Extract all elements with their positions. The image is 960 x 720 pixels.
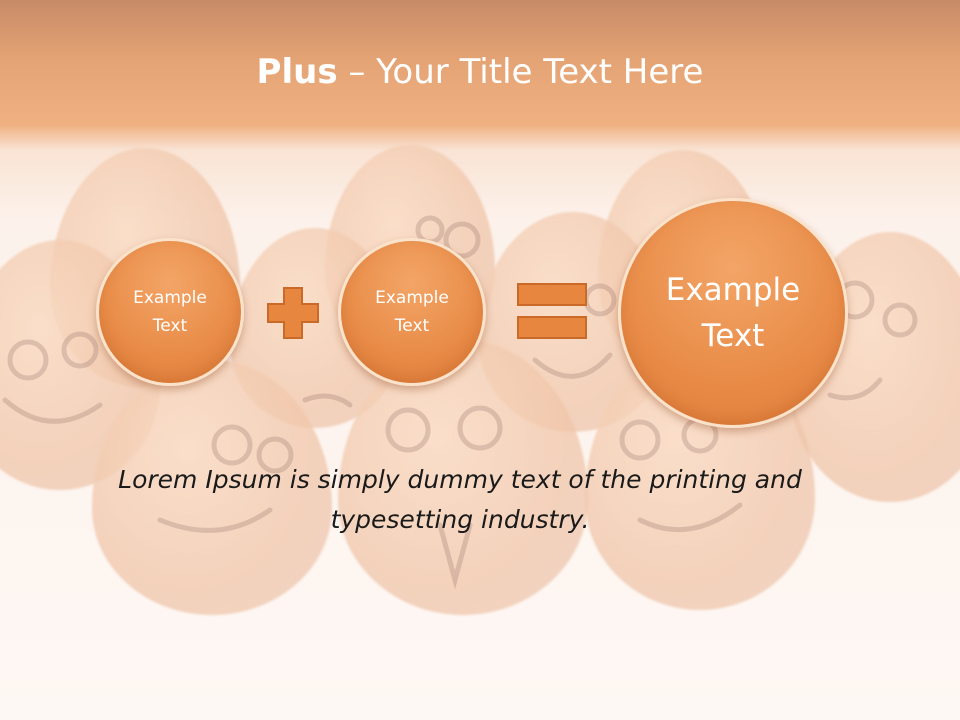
body-text: Lorem Ipsum is simply dummy text of the … — [118, 465, 802, 534]
example-circle-2: Example Text — [338, 238, 486, 386]
plus-icon — [267, 287, 319, 339]
title-bold: Plus — [256, 52, 338, 92]
example-circle-result-label: Example Text — [665, 272, 801, 354]
example-circle-1-label: Example Text — [133, 288, 207, 336]
equals-icon — [517, 283, 587, 339]
title-rest: – Your Title Text Here — [337, 52, 704, 92]
example-circle-2-label: Example Text — [375, 288, 449, 336]
example-circle-result: Example Text — [618, 198, 848, 428]
slide-title: Plus – Your Title Text Here — [0, 52, 960, 92]
example-circle-1: Example Text — [96, 238, 244, 386]
